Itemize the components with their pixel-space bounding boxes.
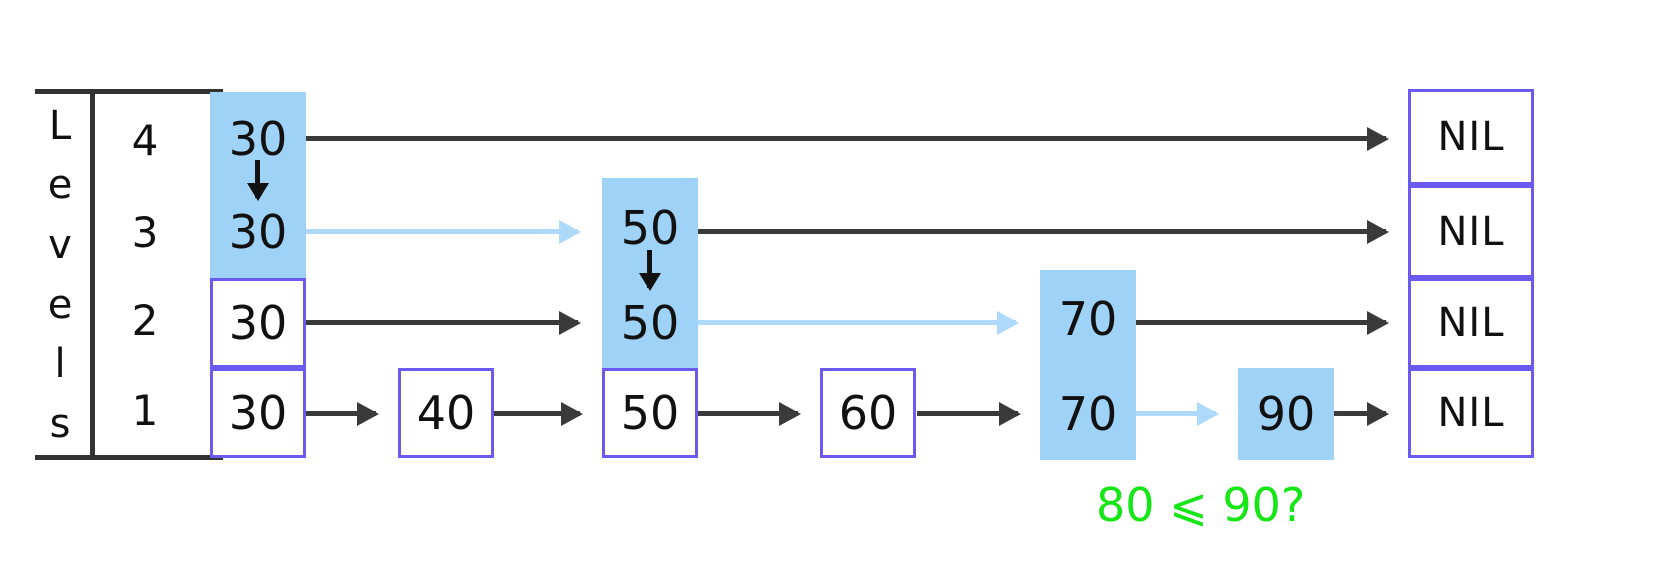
node-head-level1: 30	[210, 368, 306, 458]
node-50-level2: 50	[602, 278, 698, 368]
node-50-descend-arrow-icon	[647, 250, 652, 288]
levels-axis-label: L e v e l s	[38, 96, 82, 454]
arrow-head-to-nil-level4	[306, 136, 1386, 141]
node-50-level1: 50	[602, 368, 698, 458]
arrow-70-to-90-level1	[1136, 411, 1216, 416]
axis-bottom-rule	[35, 455, 223, 460]
levels-letter-0: L	[48, 102, 72, 149]
arrow-50-to-nil-level3	[698, 229, 1386, 234]
node-nil-level3: NIL	[1408, 185, 1534, 278]
node-head-level2: 30	[210, 278, 306, 368]
node-90-level1: 90	[1238, 368, 1334, 460]
arrow-head-to-50-level2	[306, 320, 578, 325]
node-nil-level4: NIL	[1408, 89, 1534, 185]
arrow-50-to-60-level1	[698, 411, 798, 416]
arrow-40-to-50-level1	[494, 411, 580, 416]
arrow-head-to-50-level3	[306, 229, 578, 234]
node-head-level3: 30	[210, 185, 306, 278]
level-number-3: 3	[131, 207, 159, 257]
level-number-4: 4	[131, 115, 159, 165]
node-nil-level1: NIL	[1408, 368, 1534, 458]
arrow-90-to-nil-level1	[1334, 411, 1386, 416]
head-descend-arrow-icon	[255, 160, 260, 198]
levels-letter-1: e	[47, 162, 73, 209]
node-60-level1: 60	[820, 368, 916, 458]
arrow-head-to-40-level1	[306, 411, 376, 416]
levels-letter-4: l	[54, 341, 66, 388]
arrow-50-to-70-level2	[698, 320, 1016, 325]
node-40-level1: 40	[398, 368, 494, 458]
levels-letter-5: s	[49, 401, 71, 448]
level-number-2: 2	[131, 295, 159, 345]
comparison-caption: 80 ⩽ 90?	[1096, 478, 1306, 532]
arrow-60-to-70-level1	[917, 411, 1018, 416]
arrow-70-to-nil-level2	[1136, 320, 1386, 325]
node-70-level1: 70	[1040, 368, 1136, 460]
node-nil-level2: NIL	[1408, 278, 1534, 368]
axis-top-rule	[35, 89, 223, 94]
levels-letter-2: v	[48, 222, 72, 269]
levels-letter-3: e	[47, 281, 73, 328]
node-70-level2: 70	[1040, 270, 1136, 368]
level-number-1: 1	[131, 385, 159, 435]
axis-vertical-line	[90, 89, 95, 460]
